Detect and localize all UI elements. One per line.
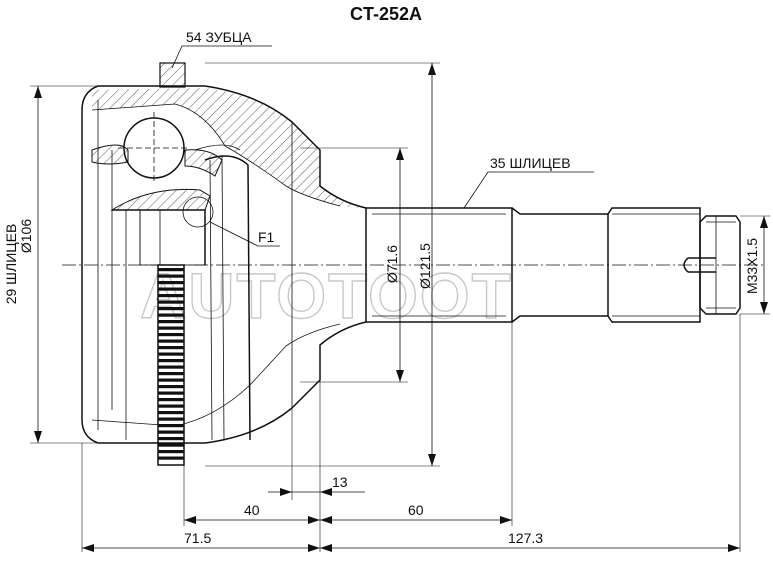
- housing-upper-profile: [98, 85, 367, 209]
- pin-hole: [683, 257, 716, 273]
- label-teeth: 54 ЗУБЦА: [186, 29, 252, 45]
- abs-tooth: [158, 359, 184, 363]
- housing-outline-top: [81, 85, 99, 444]
- abs-tooth: [158, 300, 184, 304]
- shaft: [365, 207, 741, 323]
- dim-127-3: [320, 544, 740, 552]
- abs-tooth: [158, 456, 184, 460]
- abs-tooth: [158, 281, 184, 285]
- dim-body-diameter: [205, 62, 440, 467]
- abs-tooth: [158, 352, 184, 356]
- abs-tooth: [158, 333, 184, 337]
- abs-tooth: [158, 391, 184, 395]
- label-127-3: 127.3: [508, 530, 543, 546]
- housing-inner-lower: [91, 323, 341, 427]
- abs-tooth: [158, 287, 184, 291]
- abs-tooth: [158, 378, 184, 382]
- f1-detail-circle: [182, 196, 214, 228]
- label-40: 40: [244, 502, 260, 518]
- abs-tooth: [158, 307, 184, 311]
- abs-tooth: [158, 443, 184, 447]
- abs-tooth: [158, 437, 184, 441]
- housing-inner-contour: [91, 103, 341, 207]
- abs-tooth: [158, 274, 184, 278]
- label-inner-diameter: Ø106: [18, 219, 34, 253]
- dim-spline-diameter: [300, 147, 408, 383]
- label-60: 60: [408, 502, 424, 518]
- dim-13: [268, 488, 365, 496]
- inner-race: [110, 144, 251, 441]
- part-number-title: CT-252A: [350, 4, 422, 24]
- abs-tooth: [158, 404, 184, 408]
- leader-f1: [209, 221, 280, 247]
- cage-right: [184, 149, 223, 177]
- watermark: AUTOTOOT: [140, 260, 513, 332]
- abs-tooth: [158, 417, 184, 421]
- ball: [118, 112, 190, 184]
- abs-tooth: [158, 313, 184, 317]
- dim-60: [320, 516, 512, 524]
- housing-section-hatch: [92, 88, 360, 208]
- leader-outer-splines: [463, 171, 594, 209]
- abs-tooth: [158, 385, 184, 389]
- label-inner-splines: 29 ШЛИЦЕВ: [3, 224, 19, 305]
- label-body-diameter: Ø121.5: [417, 243, 433, 289]
- abs-tooth: [158, 268, 184, 272]
- abs-tooth: [158, 372, 184, 376]
- dim-thread: [740, 215, 770, 315]
- label-spline-diameter: Ø71.6: [384, 245, 400, 283]
- abs-tooth: [158, 424, 184, 428]
- abs-tooth: [158, 339, 184, 343]
- abs-tooth: [158, 346, 184, 350]
- label-f1: F1: [258, 229, 275, 245]
- abs-tooth: [158, 320, 184, 324]
- abs-tooth: [158, 326, 184, 330]
- abs-tooth: [158, 294, 184, 298]
- housing-lower-profile: [98, 321, 367, 444]
- dim-71-5: [82, 544, 320, 552]
- abs-tooth: [158, 365, 184, 369]
- abs-tooth: [158, 430, 184, 434]
- dim-inner-diameter: [30, 85, 98, 444]
- abs-tooth: [158, 450, 184, 454]
- label-thread: M33X1.5: [744, 238, 760, 294]
- label-13: 13: [332, 474, 348, 490]
- abs-tooth: [158, 411, 184, 415]
- dim-40: [184, 516, 320, 524]
- label-outer-splines: 35 ШЛИЦЕВ: [490, 155, 571, 171]
- abs-ring: [157, 264, 185, 466]
- abs-tooth: [158, 398, 184, 402]
- label-71-5: 71.5: [184, 530, 211, 546]
- leader-teeth: [171, 45, 272, 69]
